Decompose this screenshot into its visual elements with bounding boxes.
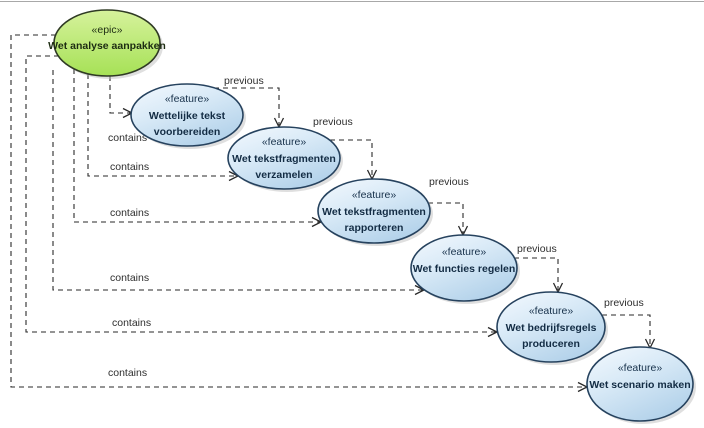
previous-label: previous <box>604 297 644 309</box>
contains-label: contains <box>110 161 149 173</box>
node-stereotype: «epic» <box>92 24 123 36</box>
previous-connector-2[interactable]: previous <box>313 116 378 181</box>
node-name-line-1: Wet tekstfragmenten <box>232 153 336 165</box>
previous-label: previous <box>313 116 353 128</box>
feature-ellipse[interactable] <box>410 234 518 302</box>
canvas-top-border <box>0 1 704 2</box>
node-name-line-2: produceren <box>522 338 580 350</box>
contains-label: contains <box>110 272 149 284</box>
feature-ellipse[interactable] <box>496 291 606 363</box>
contains-label: contains <box>112 317 151 329</box>
node-stereotype: «feature» <box>165 93 210 105</box>
contains-label: contains <box>108 132 147 144</box>
node-name: Wet scenario maken <box>589 379 690 391</box>
previous-connector-3-line <box>428 202 464 233</box>
node-name-line-2: voorbereiden <box>154 126 221 138</box>
contains-connector-6-line <box>10 34 586 388</box>
node-name-line-1: Wet bedrijfsregels <box>506 322 597 334</box>
previous-label: previous <box>224 75 264 87</box>
node-stereotype: «feature» <box>529 305 574 317</box>
feature-ellipse[interactable] <box>317 178 431 244</box>
contains-connector-4-line <box>52 70 423 291</box>
previous-connector-1-line <box>214 87 280 125</box>
node-name: Wet functies regelen <box>413 263 516 275</box>
node-name-line-1: Wettelijke tekst <box>149 110 226 122</box>
usecase-node-feature-3[interactable]: «feature» Wet tekstfragmenten rapportere… <box>317 178 433 246</box>
feature-ellipse[interactable] <box>227 126 341 190</box>
node-name-line-1: Wet tekstfragmenten <box>322 206 426 218</box>
contains-connector-3-line <box>73 69 320 223</box>
feature-ellipse[interactable] <box>586 346 694 422</box>
contains-connector-1-line <box>109 76 131 114</box>
node-stereotype: «feature» <box>352 189 397 201</box>
usecase-node-feature-1[interactable]: «feature» Wettelijke tekst voorbereiden <box>130 83 246 149</box>
previous-label: previous <box>429 176 469 188</box>
epic-ellipse[interactable] <box>53 9 161 77</box>
node-stereotype: «feature» <box>618 362 663 374</box>
node-stereotype: «feature» <box>262 136 307 148</box>
previous-connector-5-line <box>602 314 651 346</box>
feature-ellipse[interactable] <box>130 83 244 147</box>
usecase-node-feature-6[interactable]: «feature» Wet scenario maken <box>586 346 696 424</box>
contains-connector-4[interactable]: contains <box>52 70 426 296</box>
node-name: Wet analyse aanpakken <box>48 40 166 52</box>
contains-label: contains <box>108 367 147 379</box>
node-name-line-2: verzamelen <box>255 169 312 181</box>
contains-connector-2[interactable]: contains <box>87 74 240 182</box>
previous-label: previous <box>517 243 557 255</box>
usecase-node-feature-4[interactable]: «feature» Wet functies regelen <box>410 234 520 304</box>
contains-connector-5-line <box>25 55 496 333</box>
contains-label: contains <box>110 207 149 219</box>
node-name-line-2: rapporteren <box>345 222 404 234</box>
node-stereotype: «feature» <box>442 246 487 258</box>
contains-connector-6[interactable]: contains <box>10 34 589 393</box>
previous-connector-2-line <box>330 139 373 177</box>
previous-connector-4-line <box>514 257 559 290</box>
usecase-node-feature-2[interactable]: «feature» Wet tekstfragmenten verzamelen <box>227 126 343 192</box>
usecase-node-feature-5[interactable]: «feature» Wet bedrijfsregels produceren <box>496 291 608 365</box>
contains-connector-2-line <box>87 74 237 177</box>
usecase-node-epic[interactable]: «epic» Wet analyse aanpakken <box>48 9 166 79</box>
